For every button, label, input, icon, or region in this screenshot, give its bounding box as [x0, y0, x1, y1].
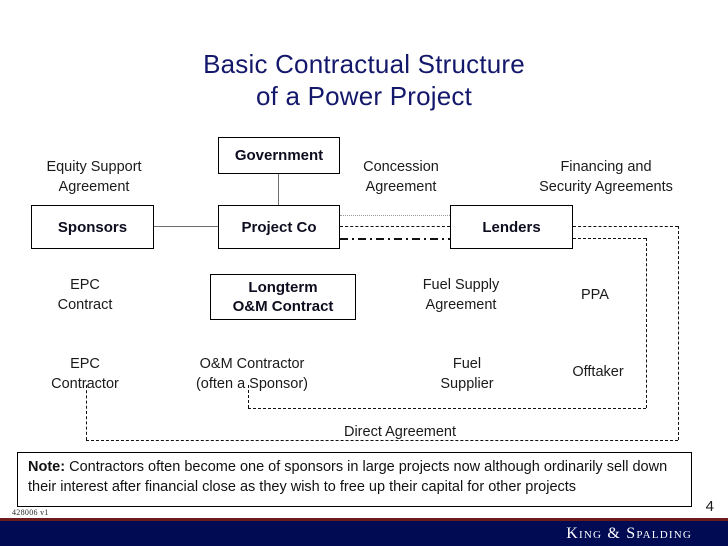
- node-lenders[interactable]: Lenders: [450, 205, 573, 249]
- om-contract-line-2: O&M Contract: [232, 298, 334, 315]
- direct-agreement-outer-path-top: [573, 226, 678, 227]
- label-financing-and-security-agreements: Financing and Security Agreements: [539, 159, 673, 195]
- node-lenders-label: Lenders: [482, 218, 541, 236]
- label-ppa: PPA: [581, 287, 609, 303]
- node-government[interactable]: Government: [218, 137, 340, 174]
- node-om-contract-label: Longterm O&M Contract: [211, 278, 355, 316]
- om-contract-line-1: Longterm: [248, 279, 318, 296]
- footer-accent-rule: [0, 518, 728, 521]
- page-number: 4: [705, 498, 714, 515]
- direct-agreement-inner-path-left: [248, 385, 249, 408]
- label-concession-agreement: Concession Agreement: [363, 159, 439, 195]
- label-direct-agreement: Direct Agreement: [343, 424, 457, 440]
- connector-projectco-lenders-dashed: [340, 226, 450, 227]
- document-code: 428006 v1: [12, 508, 49, 517]
- direct-agreement-inner-path-top: [573, 238, 646, 239]
- title-line-2: of a Power Project: [255, 81, 473, 111]
- label-equity-support-agreement: Equity Support Agreement: [46, 159, 142, 195]
- node-longterm-om-contract[interactable]: Longterm O&M Contract: [210, 274, 356, 320]
- node-sponsors-label: Sponsors: [57, 218, 128, 236]
- title-line-1: Basic Contractual Structure: [203, 49, 525, 79]
- label-fuel-supply-agreement: Fuel Supply Agreement: [422, 277, 500, 313]
- connector-projectco-lenders-dashdot: [340, 238, 450, 240]
- label-fuel-supplier: Fuel Supplier: [440, 356, 494, 392]
- note-prefix: Note:: [28, 459, 66, 475]
- label-om-contractor: O&M Contractor (often a Sponsor): [195, 356, 309, 392]
- connector-sponsors-projectco: [154, 226, 218, 227]
- label-epc-contractor: EPC Contractor: [51, 356, 119, 392]
- brand-logo: King & Spalding: [566, 525, 692, 542]
- node-sponsors[interactable]: Sponsors: [31, 205, 154, 249]
- direct-agreement-inner-path-bottom: [248, 408, 646, 409]
- direct-agreement-outer-path-bottom: [86, 440, 678, 441]
- node-government-label: Government: [234, 147, 324, 164]
- label-epc-contract: EPC Contract: [57, 277, 113, 313]
- footer-bar: [0, 521, 728, 546]
- page-title: Basic Contractual Structure of a Power P…: [0, 48, 728, 112]
- note-box: Note: Contractors often become one of sp…: [17, 452, 692, 507]
- node-project-co[interactable]: Project Co: [218, 205, 340, 249]
- direct-agreement-outer-path-right: [678, 226, 679, 440]
- direct-agreement-outer-path-left: [86, 385, 87, 440]
- direct-agreement-inner-path-right: [646, 238, 647, 408]
- note-body: Contractors often become one of sponsors…: [28, 459, 668, 495]
- node-project-co-label: Project Co: [241, 218, 317, 236]
- label-offtaker: Offtaker: [572, 364, 624, 380]
- connector-government-projectco: [278, 174, 279, 205]
- connector-projectco-lenders-dotted: [340, 215, 450, 216]
